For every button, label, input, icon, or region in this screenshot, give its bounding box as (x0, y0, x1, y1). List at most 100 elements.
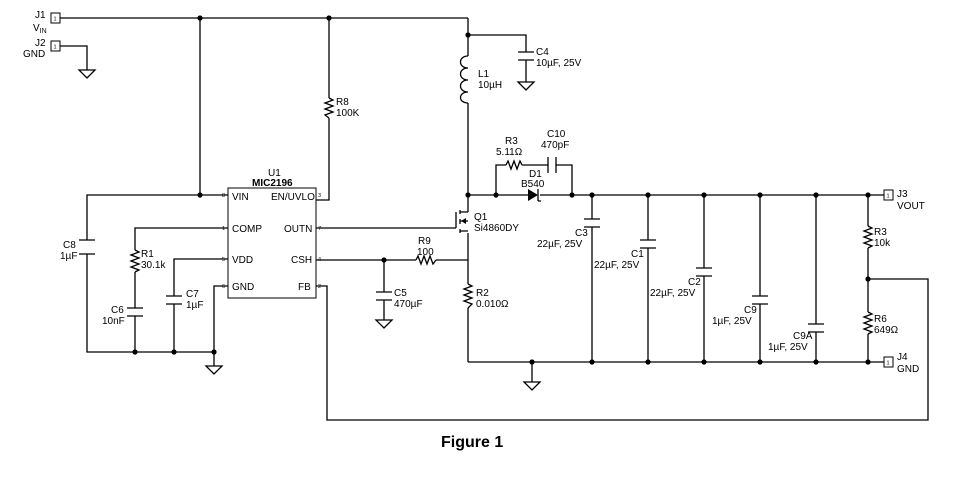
svg-text:1µF, 25V: 1µF, 25V (712, 316, 752, 327)
svg-text:COMP: COMP (232, 224, 262, 235)
resistor-r3-feedback: R3 10k (862, 225, 891, 249)
svg-text:FB: FB (298, 282, 311, 293)
svg-text:VDD: VDD (232, 255, 253, 266)
svg-text:100: 100 (417, 247, 434, 258)
capacitor-c7: C7 1µF (166, 289, 203, 311)
svg-text:GND: GND (232, 282, 254, 293)
svg-text:1: 1 (54, 17, 57, 23)
ic-u1: U1 MIC2196 8 VIN 1 COMP 5 VDD 6 GND 3 EN… (222, 168, 321, 299)
svg-text:J1: J1 (35, 10, 46, 21)
svg-text:30.1k: 30.1k (141, 260, 166, 271)
svg-text:C9A: C9A (793, 331, 813, 342)
resistor-r9: R9 100 (415, 236, 437, 266)
svg-text:10µH: 10µH (478, 80, 502, 91)
capacitor-c8: C8 1µF (60, 239, 95, 262)
svg-text:C3: C3 (575, 228, 588, 239)
svg-text:C4: C4 (536, 47, 549, 58)
svg-text:R9: R9 (418, 236, 431, 247)
svg-text:EN/UVLO: EN/UVLO (271, 192, 315, 203)
resistor-r6: R6 649Ω (862, 311, 899, 336)
svg-text:C9: C9 (744, 305, 757, 316)
capacitor-c9a: C9A 1µF, 25V (768, 323, 824, 353)
mosfet-q1: Q1 Si4860DY (455, 210, 519, 234)
svg-text:VIN: VIN (232, 192, 249, 203)
svg-text:D1: D1 (529, 169, 542, 180)
svg-text:1: 1 (222, 226, 225, 232)
capacitor-c9: C9 1µF, 25V (712, 295, 768, 327)
svg-text:1: 1 (54, 45, 57, 51)
capacitor-c4: C4 10µF, 25V (518, 47, 582, 69)
svg-text:R2: R2 (476, 288, 489, 299)
resistor-r8: R8 100K (323, 97, 360, 119)
svg-text:649Ω: 649Ω (874, 325, 899, 336)
resistor-r2: R2 0.010Ω (462, 283, 509, 310)
svg-text:J3: J3 (897, 189, 908, 200)
svg-text:100K: 100K (336, 108, 360, 119)
svg-text:R3: R3 (505, 136, 518, 147)
svg-text:22µF, 25V: 22µF, 25V (537, 239, 583, 250)
svg-text:22µF, 25V: 22µF, 25V (594, 260, 640, 271)
svg-text:R1: R1 (141, 249, 154, 260)
wires (60, 17, 929, 421)
svg-text:MIC2196: MIC2196 (252, 178, 293, 189)
svg-text:R8: R8 (336, 97, 349, 108)
svg-text:2: 2 (318, 284, 321, 290)
svg-text:B540: B540 (521, 179, 545, 190)
svg-text:1: 1 (887, 361, 890, 367)
svg-text:C8: C8 (63, 240, 76, 251)
svg-text:C6: C6 (111, 305, 124, 316)
svg-text:L1: L1 (478, 69, 490, 80)
svg-text:VOUT: VOUT (897, 201, 925, 212)
svg-text:3: 3 (318, 193, 321, 199)
capacitor-c1: C1 22µF, 25V (594, 239, 656, 271)
ground-symbols (77, 69, 542, 391)
inductor-l1: L1 10µH (459, 55, 502, 104)
svg-text:GND: GND (23, 49, 45, 60)
capacitor-c3: C3 22µF, 25V (537, 218, 600, 250)
capacitor-c10: C10 470pF (541, 129, 569, 173)
svg-text:R3: R3 (874, 227, 887, 238)
svg-text:10k: 10k (874, 238, 891, 249)
svg-text:OUTN: OUTN (284, 224, 312, 235)
svg-text:10nF: 10nF (102, 316, 125, 327)
capacitor-c2: C2 22µF, 25V (650, 267, 712, 299)
svg-text:1: 1 (887, 194, 890, 200)
connector-j1: 1 J1 VIN (33, 10, 61, 35)
svg-text:Si4860DY: Si4860DY (474, 223, 519, 234)
svg-text:1µF: 1µF (60, 251, 77, 262)
connector-j3: 1 J3 VOUT (883, 189, 925, 212)
connector-j2: 1 J2 GND (23, 38, 61, 60)
svg-text:5.11Ω: 5.11Ω (496, 147, 523, 158)
figure-caption: Figure 1 (441, 434, 503, 451)
svg-text:5: 5 (222, 257, 225, 263)
svg-text:J4: J4 (897, 352, 908, 363)
diode-d1: D1 B540 (521, 169, 545, 202)
svg-text:470µF: 470µF (394, 299, 423, 310)
svg-text:VIN: VIN (33, 23, 47, 35)
capacitor-c6: C6 10nF (102, 305, 143, 327)
svg-text:8: 8 (222, 193, 225, 199)
svg-text:470pF: 470pF (541, 140, 569, 151)
svg-text:Q1: Q1 (474, 212, 488, 223)
svg-text:C7: C7 (186, 289, 199, 300)
svg-text:22µF, 25V: 22µF, 25V (650, 288, 696, 299)
svg-text:6: 6 (222, 284, 225, 290)
capacitor-c5: C5 470µF (376, 288, 423, 310)
svg-text:1µF, 25V: 1µF, 25V (768, 342, 808, 353)
svg-text:R6: R6 (874, 314, 887, 325)
svg-text:1µF: 1µF (186, 300, 203, 311)
svg-text:U1: U1 (268, 168, 281, 179)
svg-text:0.010Ω: 0.010Ω (476, 299, 509, 310)
resistor-r1: R1 30.1k (129, 249, 166, 273)
junctions (132, 15, 871, 365)
svg-text:C2: C2 (688, 277, 701, 288)
svg-text:GND: GND (897, 364, 919, 375)
svg-text:7: 7 (318, 226, 321, 232)
svg-text:J2: J2 (35, 38, 46, 49)
svg-text:C10: C10 (547, 129, 566, 140)
connector-j4: 1 J4 GND (883, 352, 919, 375)
svg-text:4: 4 (318, 257, 321, 263)
svg-text:10µF, 25V: 10µF, 25V (536, 58, 582, 69)
svg-text:C5: C5 (394, 288, 407, 299)
